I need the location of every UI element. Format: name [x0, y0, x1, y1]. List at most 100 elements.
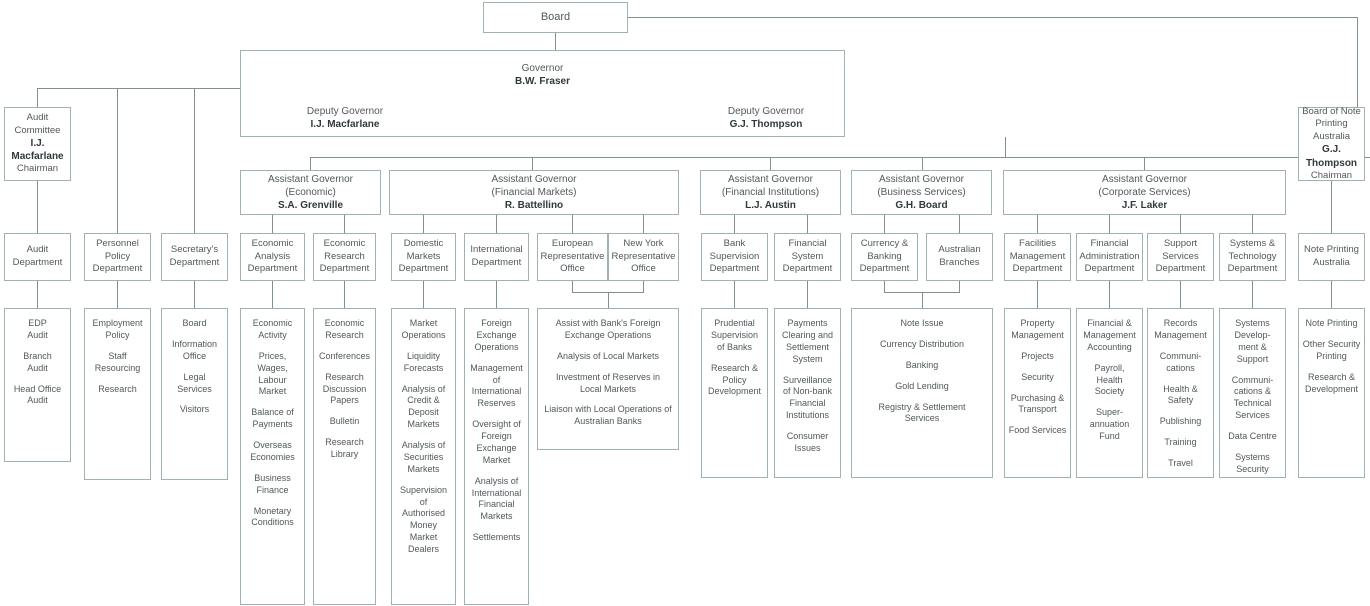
function-item: Visitors — [179, 404, 210, 415]
ag-economic-portfolio: (Economic) — [285, 186, 336, 198]
ag-box-business-services[interactable]: Assistant Governor (Business Services) G… — [851, 170, 992, 215]
connector-governor-left-spine — [37, 88, 240, 89]
governor-title: Governor — [521, 63, 564, 74]
function-item: Research &Development — [1304, 371, 1359, 394]
connector-to-audit-committee — [37, 88, 38, 107]
connector-australian-branches-down — [959, 281, 960, 292]
connector-ag-cs-to-support-services — [1180, 215, 1181, 233]
npa-board-line-2: Printing — [1315, 118, 1348, 130]
ag-economic-title: Assistant Governor — [267, 173, 354, 185]
ag-box-economic[interactable]: Assistant Governor (Economic) S.A. Grenv… — [240, 170, 381, 215]
connector-economic-analysis-to-functions — [272, 281, 273, 308]
ag-financial-markets-title: Assistant Governor — [491, 173, 577, 185]
connector-ag-fm-to-international — [496, 215, 497, 233]
ag-economic-name: S.A. Grenville — [277, 200, 344, 212]
board-box[interactable]: Board — [483, 2, 628, 33]
ag-box-corporate-services[interactable]: Assistant Governor (Corporate Services) … — [1003, 170, 1286, 215]
deputy-governor-left-title: Deputy Governor — [306, 106, 384, 117]
connector-spine-to-ag-corporate-services — [1144, 157, 1145, 170]
connector-ag-cs-to-financial-administration — [1109, 215, 1110, 233]
ag-box-financial-markets[interactable]: Assistant Governor (Financial Markets) R… — [389, 170, 679, 215]
ag-corporate-services-portfolio: (Corporate Services) — [1098, 186, 1191, 198]
function-item: Note Printing — [1305, 318, 1358, 328]
connector-to-secretarys — [194, 88, 195, 233]
governor-box[interactable]: Governor B.W. Fraser Deputy Governor I.J… — [240, 50, 845, 137]
ag-box-financial-institutions[interactable]: Assistant Governor (Financial Institutio… — [700, 170, 841, 215]
connector-ag-economic-to-economic-research — [344, 215, 345, 233]
connector-bank-supervision-to-functions — [734, 281, 735, 308]
npa-board-box[interactable]: Board of Note Printing Australia G.J. Th… — [1298, 106, 1365, 181]
connector-board-to-npa-trunk — [628, 17, 1358, 18]
audit-committee-box[interactable]: Audit Committee I.J. Macfarlane Chairman — [4, 107, 71, 181]
connector-npa-trunk-vertical — [1357, 17, 1358, 110]
connector-spine-to-ag-financial-markets — [532, 157, 533, 170]
ag-corporate-services-title: Assistant Governor — [1101, 173, 1188, 185]
connector-ag-spine — [310, 157, 1370, 158]
